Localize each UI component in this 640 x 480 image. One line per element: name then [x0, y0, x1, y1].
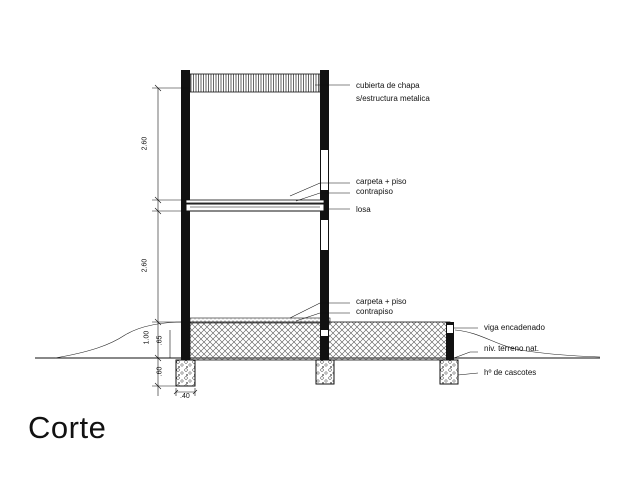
right-column	[320, 70, 329, 360]
label-ground-floor-finish: carpeta + piso	[356, 297, 407, 306]
beam-column	[446, 322, 454, 360]
dimension-lines	[152, 84, 198, 396]
footing-right	[439, 359, 459, 385]
leader-lines	[289, 84, 479, 376]
dim-plinth-height: 1.00	[143, 330, 151, 345]
dim-plinth-inner: .65	[156, 335, 164, 346]
label-ground-subfloor: contrapiso	[356, 307, 393, 316]
footing-left	[175, 359, 196, 387]
dim-footing-depth: .60	[156, 366, 164, 377]
dim-upper-height: 2.60	[141, 136, 149, 151]
dim-lower-height: 2.60	[141, 258, 149, 273]
label-footing: hº de cascotes	[484, 368, 537, 377]
footing-center	[315, 359, 335, 385]
slab	[185, 199, 325, 212]
label-beam: viga encadenado	[484, 323, 545, 332]
label-upper-floor-finish: carpeta + piso	[356, 177, 407, 186]
roof	[189, 73, 321, 93]
label-upper-subfloor: contrapiso	[356, 187, 393, 196]
ground-subfloor	[189, 317, 331, 324]
dim-footing-width: .40	[180, 393, 190, 400]
label-slab: losa	[356, 205, 371, 214]
drawing-title: Corte	[28, 410, 107, 445]
label-terrain: niv. terreno nat.	[484, 344, 539, 353]
left-column	[181, 70, 190, 360]
label-roof-structure: s/estructura metalica	[356, 94, 430, 103]
label-roof: cubierta de chapa	[356, 81, 420, 90]
